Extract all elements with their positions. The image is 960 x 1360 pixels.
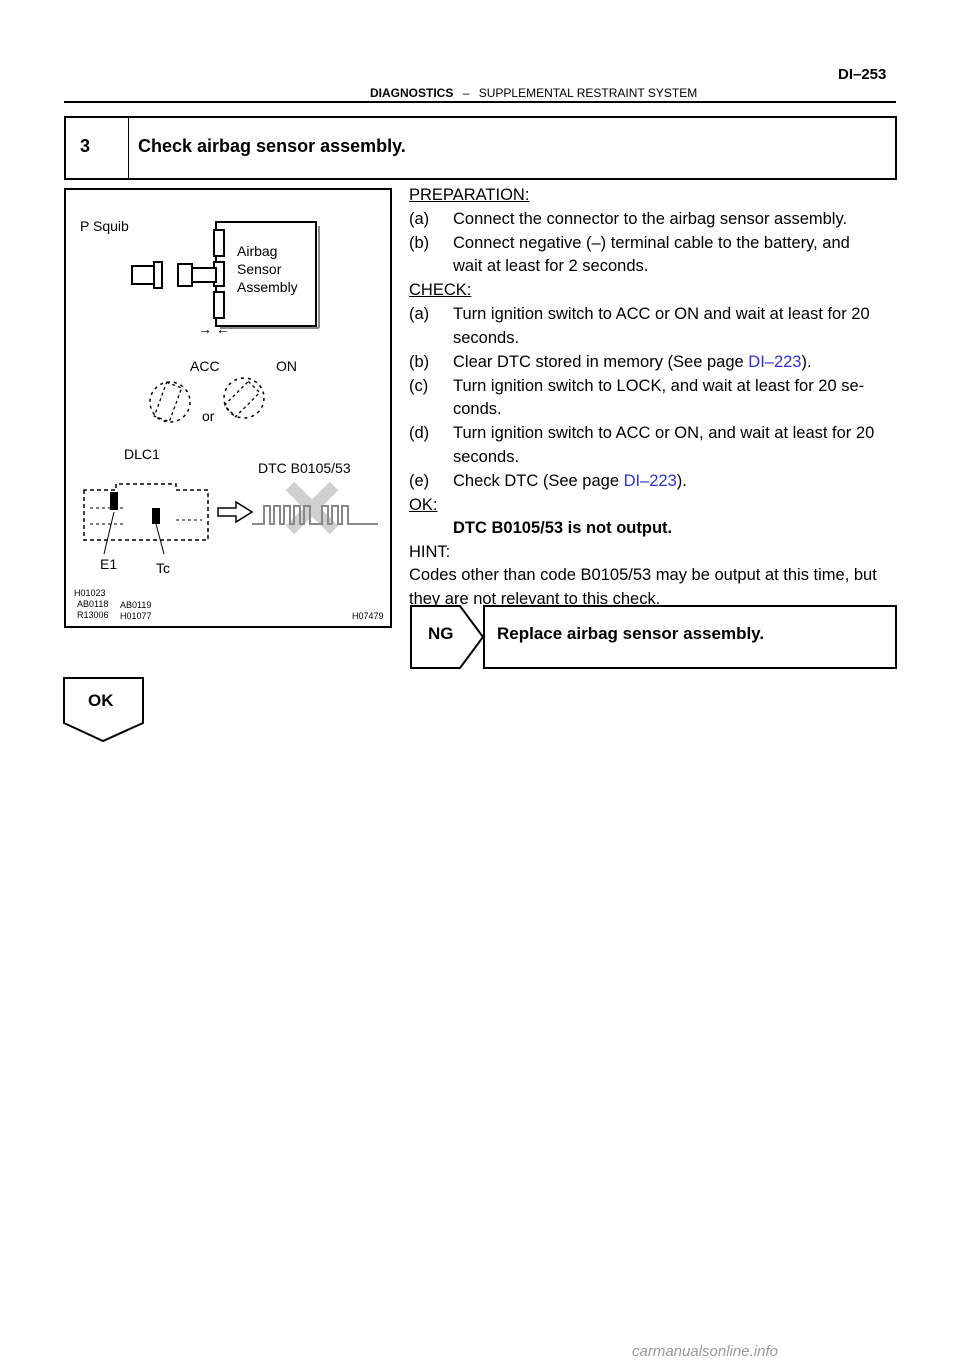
- fig-code-6: H07479: [352, 611, 384, 621]
- step-title: Check airbag sensor assembly.: [138, 136, 406, 156]
- label-airbag-sensor-assembly: Airbag Sensor Assembly: [237, 242, 298, 296]
- fig-code-3: R13006: [77, 610, 109, 620]
- check-e-pre: Check DTC (See page: [453, 472, 624, 490]
- check-e-link[interactable]: DI–223: [623, 472, 677, 490]
- figure-illustration: P Squib Airbag Sensor Assembly → ← ACC O…: [64, 188, 392, 628]
- step-divider: [128, 116, 129, 178]
- check-e-label: (e): [409, 472, 430, 490]
- check-b-link[interactable]: DI–223: [748, 353, 802, 371]
- label-on: ON: [276, 358, 297, 374]
- label-or: or: [202, 408, 215, 424]
- label-airbag-line3: Assembly: [237, 279, 298, 295]
- prep-a-label: (a): [409, 210, 430, 228]
- page-number: DI–253: [838, 66, 887, 83]
- figure-codes-mid: AB0119 H01077: [120, 600, 152, 622]
- ng-result-box: [483, 605, 897, 669]
- hint-line2: they are not relevant to this check.: [409, 590, 661, 608]
- label-airbag-line2: Sensor: [237, 261, 282, 277]
- check-c-label: (c): [409, 377, 429, 395]
- fig-code-1: H01023: [74, 588, 106, 598]
- label-arrows: → ←: [198, 321, 230, 337]
- ng-text: Replace airbag sensor assembly.: [497, 624, 765, 643]
- check-heading: CHECK:: [409, 281, 472, 299]
- fig-code-5: H01077: [120, 611, 152, 621]
- step-box: [64, 116, 897, 180]
- check-d-text1: Turn ignition switch to ACC or ON, and w…: [453, 424, 875, 442]
- check-b-text: Clear DTC stored in memory (See page DI–…: [453, 351, 812, 373]
- prep-a-text: Connect the connector to the airbag sens…: [453, 210, 848, 228]
- prep-b-text2: wait at least for 2 seconds.: [453, 257, 649, 275]
- header-subsection: SUPPLEMENTAL RESTRAINT SYSTEM: [478, 86, 698, 100]
- check-c-text2: conds.: [453, 400, 502, 418]
- label-dtc: DTC B0105/53: [258, 460, 351, 476]
- ng-arrow-shape: [410, 605, 485, 669]
- step-number: 3: [80, 136, 91, 156]
- label-airbag-line1: Airbag: [237, 243, 278, 259]
- header-section: DIAGNOSTICS – SUPPLEMENTAL RESTRAINT SYS…: [370, 86, 697, 100]
- figure-drawing: [83, 221, 378, 555]
- ok-arrow-shape: [63, 677, 144, 743]
- check-d-label: (d): [409, 424, 430, 442]
- ok-label: OK: [88, 691, 114, 710]
- check-a-text2: seconds.: [453, 329, 520, 347]
- header-dash: –: [462, 86, 470, 100]
- check-d-text2: seconds.: [453, 448, 520, 466]
- check-b-label: (b): [409, 353, 430, 371]
- ok-text: DTC B0105/53 is not output.: [453, 519, 673, 537]
- watermark: carmanualsonline.info: [632, 1343, 778, 1360]
- prep-b-text1: Connect negative (–) terminal cable to t…: [453, 234, 850, 252]
- preparation-heading: PREPARATION:: [409, 186, 530, 204]
- label-acc: ACC: [190, 358, 220, 374]
- hint-line1: Codes other than code B0105/53 may be ou…: [409, 566, 877, 584]
- prep-b-label: (b): [409, 234, 430, 252]
- header-section-name: DIAGNOSTICS: [370, 86, 454, 100]
- check-c-text1: Turn ignition switch to LOCK, and wait a…: [453, 377, 865, 395]
- check-b-post: ).: [801, 353, 812, 371]
- fig-code-2: AB0118: [77, 599, 109, 609]
- label-p-squib: P Squib: [80, 218, 129, 234]
- check-e-post: ).: [676, 472, 687, 490]
- hint-heading: HINT:: [409, 543, 451, 561]
- check-e-text: Check DTC (See page DI–223).: [453, 470, 687, 492]
- header-rule: [64, 101, 896, 103]
- ok-heading: OK:: [409, 496, 438, 514]
- check-b-pre: Clear DTC stored in memory (See page: [453, 353, 749, 371]
- label-e1: E1: [100, 556, 118, 572]
- figure-codes-left: H01023 AB0118 R13006: [74, 588, 109, 621]
- label-dlc1: DLC1: [124, 446, 160, 462]
- label-tc: Tc: [156, 560, 170, 576]
- check-a-label: (a): [409, 305, 430, 323]
- check-a-text1: Turn ignition switch to ACC or ON and wa…: [453, 305, 870, 323]
- fig-code-4: AB0119: [120, 600, 152, 610]
- ng-label: NG: [428, 624, 454, 643]
